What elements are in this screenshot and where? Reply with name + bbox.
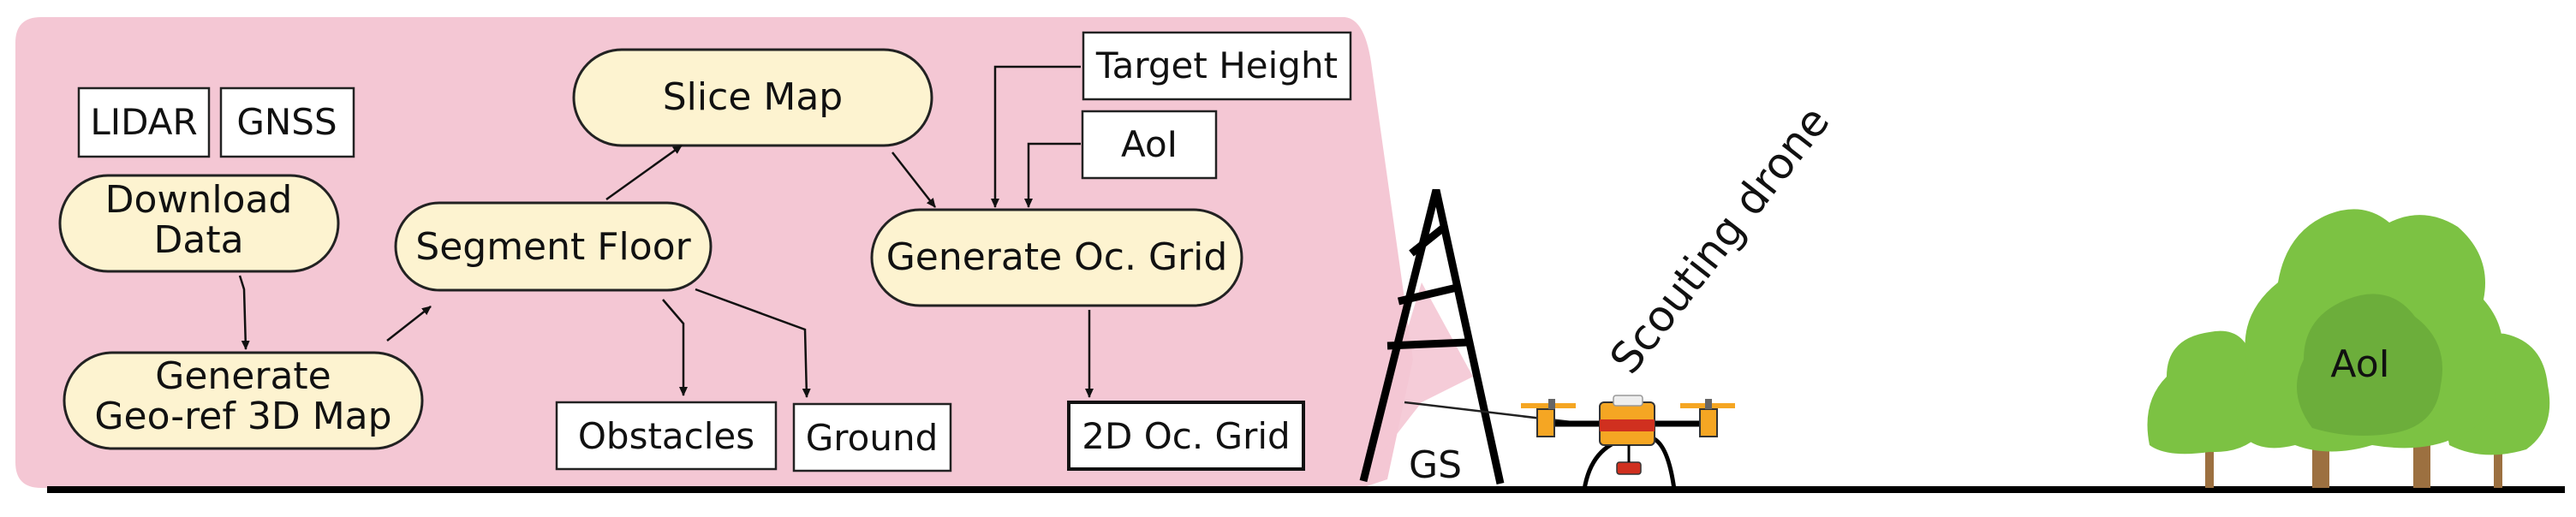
aoi-trees [2147,209,2550,488]
target-height-box: Target Height [1082,31,1352,101]
obstacles-label: Obstacles [578,415,754,457]
lidar-box: LIDAR [77,86,211,158]
download-line1: Download [105,178,293,222]
scouting-drone-label: Scouting drone [1601,97,1840,383]
gs-label: GS [1409,443,1462,487]
slice-map-node: Slice Map [572,48,933,147]
aoi-trees-label: AoI [2330,342,2389,386]
arrow-aoi-to-grid [1024,142,1081,208]
generate-grid-label: Generate Oc. Grid [886,235,1228,279]
arrow-segment-to-slice [605,144,683,201]
signal-beam [1362,282,1473,479]
gnss-label: GNSS [236,101,337,143]
download-data-node: Download Data [58,174,340,273]
generate-grid-node: Generate Oc. Grid [870,208,1243,307]
arrow-slice-to-grid [891,152,936,208]
arrow-segment-to-obstacles [662,299,688,396]
aoi-param-label: AoI [1121,123,1178,165]
arrow-map-to-segment [386,306,432,342]
arrow-segment-to-ground [695,288,811,398]
arrow-target-height-to-grid [991,65,1081,208]
generate-map-node: Generate Geo-ref 3D Map [63,351,424,450]
arrow-download-to-map [238,275,250,350]
segment-floor-node: Segment Floor [394,201,713,292]
flow-arrows [238,65,1094,398]
ground-station-tower [1359,188,1505,484]
aoi-param-box: AoI [1081,110,1218,180]
grid-2d-box: 2D Oc. Grid [1067,401,1305,471]
target-height-label: Target Height [1095,45,1338,86]
drone-icon [1521,395,1735,490]
download-line2: Data [153,218,243,262]
ground-box: Ground [792,402,952,472]
generate-map-line1: Generate [155,354,331,398]
obstacles-box: Obstacles [555,401,778,471]
gnss-box: GNSS [219,86,355,158]
grid-2d-label: 2D Oc. Grid [1082,415,1290,457]
lidar-label: LIDAR [90,101,197,143]
segment-floor-label: Segment Floor [415,225,691,269]
ground-label: Ground [806,417,939,459]
slice-map-label: Slice Map [663,75,843,119]
generate-map-line2: Geo-ref 3D Map [94,395,391,438]
